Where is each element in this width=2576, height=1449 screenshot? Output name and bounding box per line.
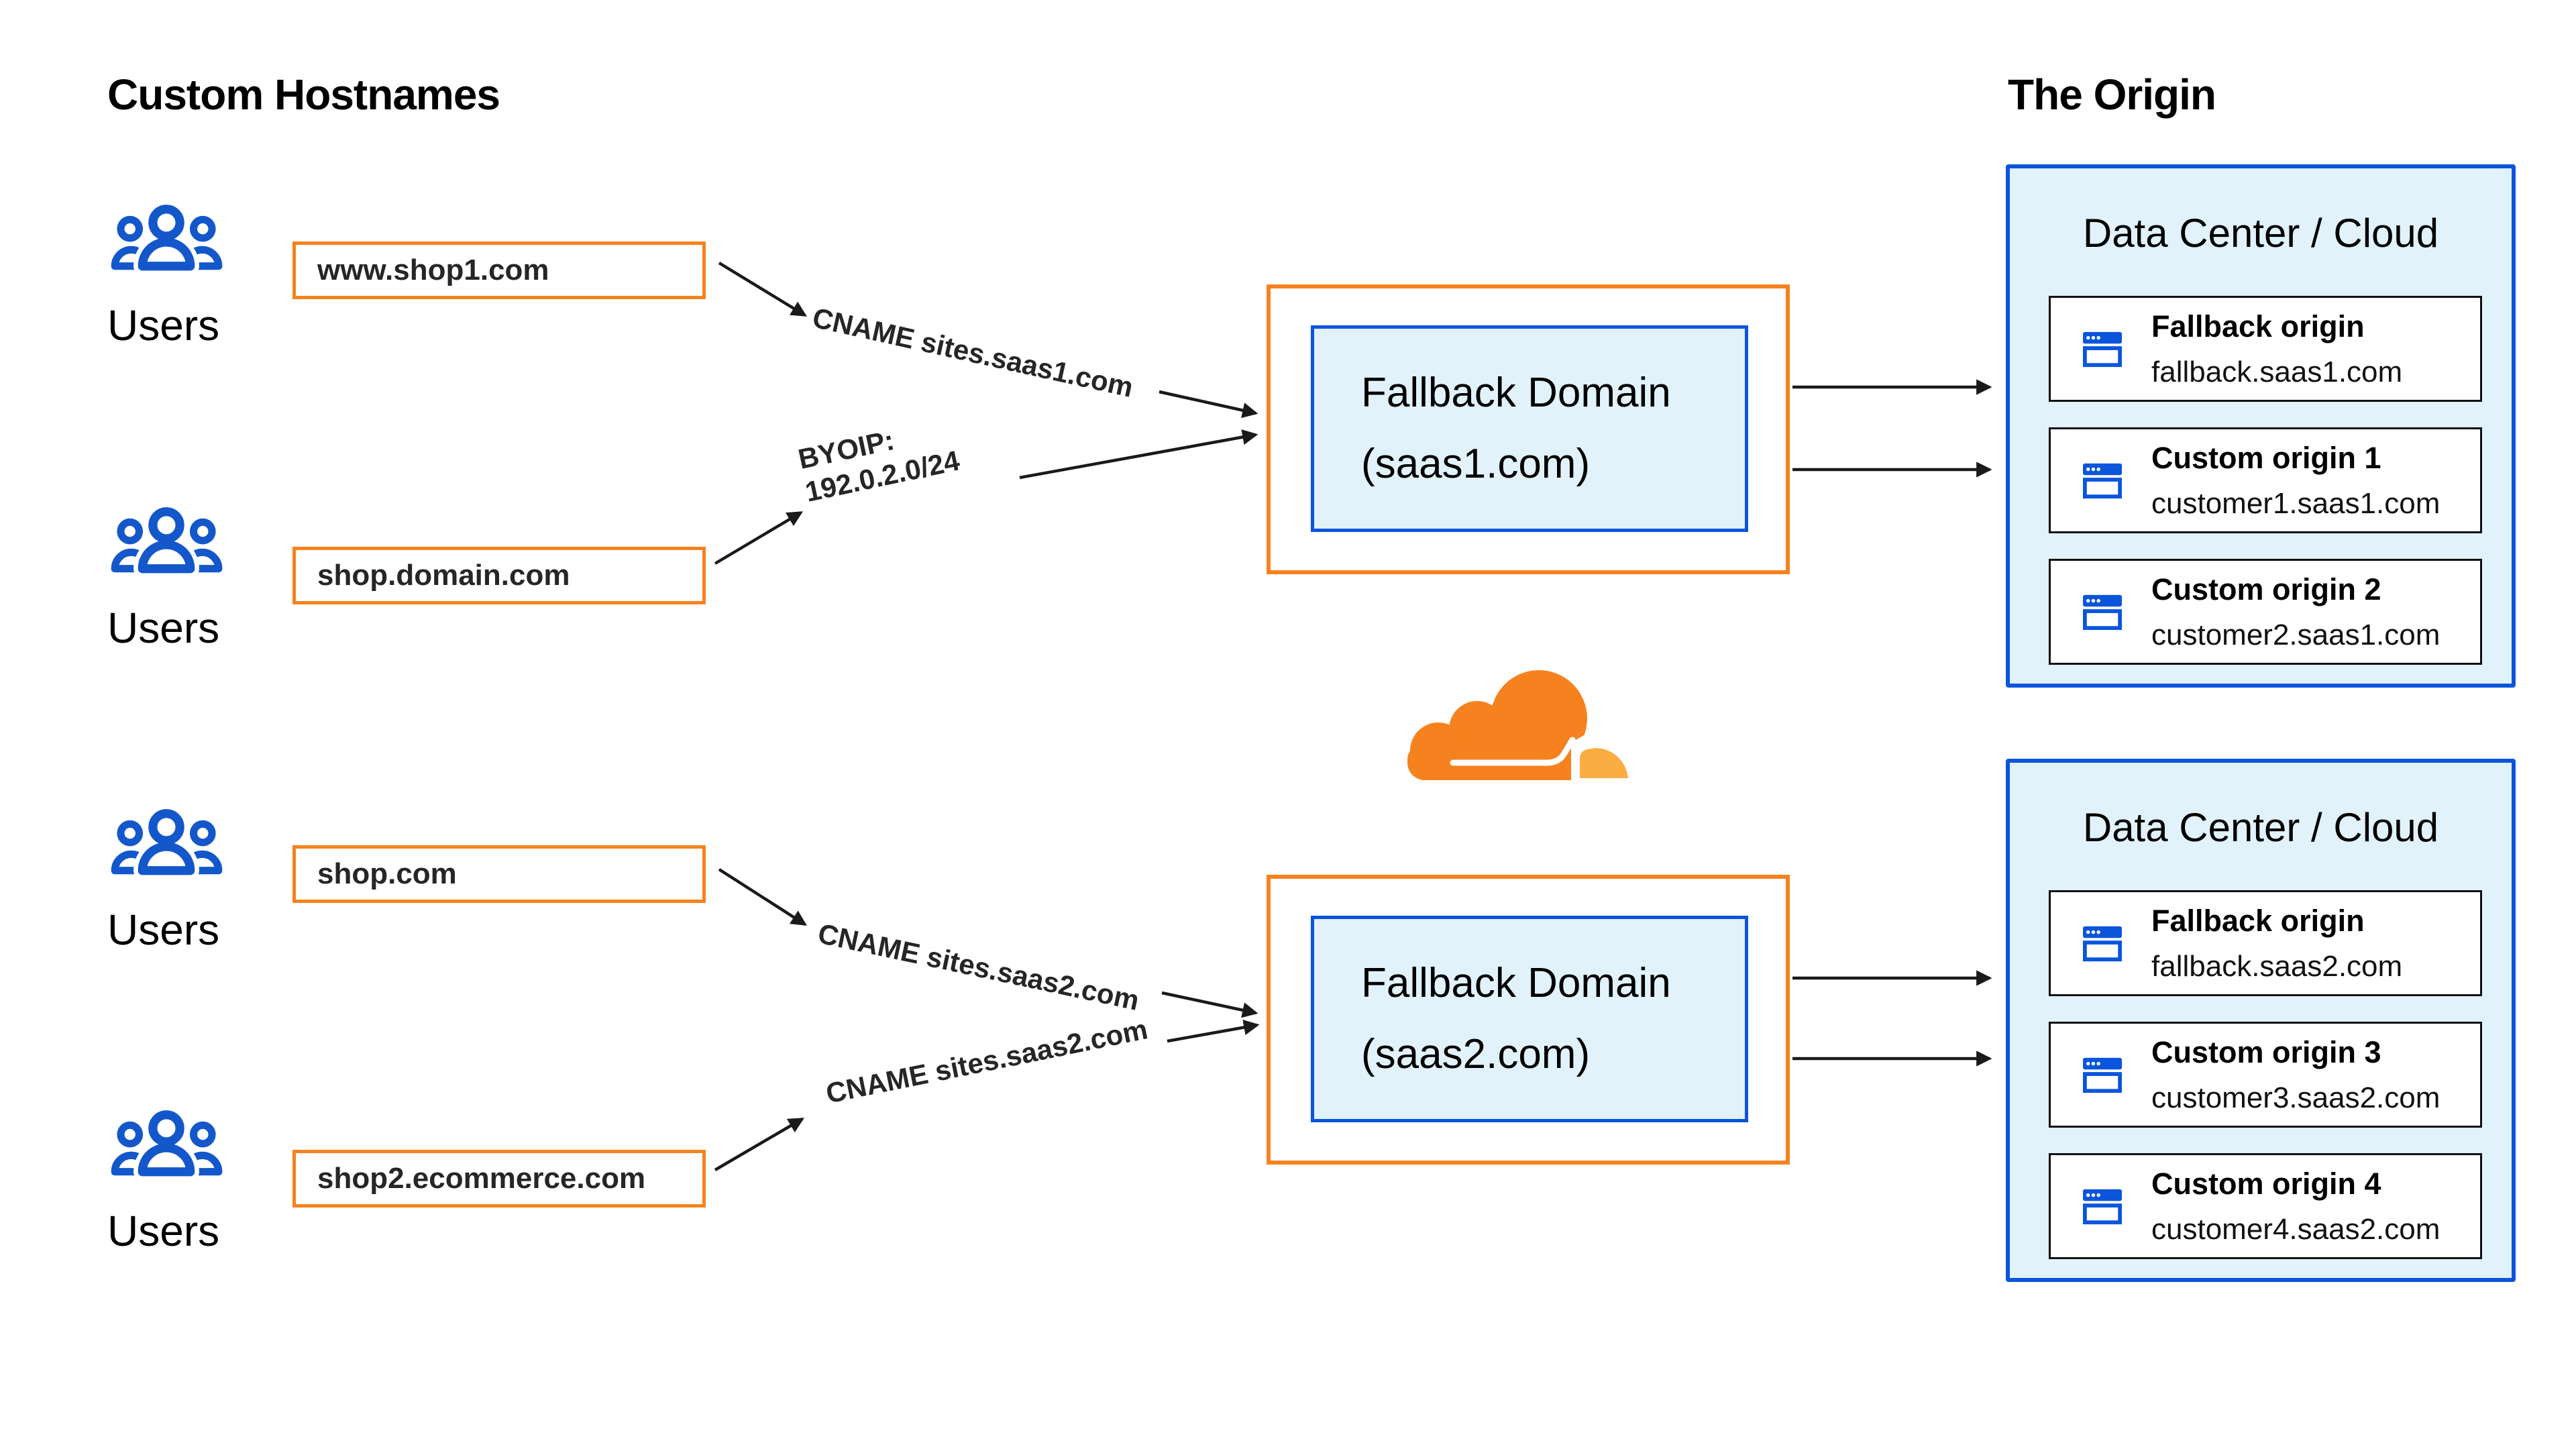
browser-window-icon — [2083, 1057, 2122, 1093]
cloudflare-logo — [1407, 670, 1633, 782]
fallback-domain-host: (saas2.com) — [1361, 1031, 1591, 1077]
data-center-title: Data Center / Cloud — [2082, 805, 2439, 850]
origin-host: customer4.saas2.com — [2151, 1212, 2440, 1246]
hostname-box-shop-domain: shop.domain.com — [292, 547, 706, 604]
users-label: Users — [107, 604, 220, 652]
byoip-label: BYOIP: 192.0.2.0/24 — [796, 411, 963, 510]
data-center-title: Data Center / Cloud — [2082, 211, 2439, 256]
user-group-4: Users — [106, 1110, 233, 1255]
fallback-domain-name: Fallback Domain — [1361, 960, 1671, 1006]
origin-name: Custom origin 2 — [2151, 572, 2381, 606]
cname-saas2-upper-label: CNAME sites.saas2.com — [815, 917, 1142, 1016]
browser-window-icon — [2083, 1189, 2122, 1225]
fallback-domain-name: Fallback Domain — [1361, 370, 1671, 416]
browser-window-icon — [2083, 926, 2122, 962]
fallback-domain-saas1-outer: Fallback Domain (saas1.com) — [1267, 284, 1790, 574]
origin-name: Custom origin 4 — [2151, 1166, 2381, 1201]
users-icon — [111, 204, 223, 275]
origin-card-custom-origin-4: Custom origin 4 customer4.saas2.com — [2049, 1153, 2482, 1259]
users-label: Users — [107, 906, 220, 954]
users-icon — [111, 808, 223, 879]
hostname-label: shop2.ecommerce.com — [317, 1162, 646, 1195]
origin-card-custom-origin-1: Custom origin 1 customer1.saas1.com — [2049, 427, 2482, 533]
hostname-box-shop: shop.com — [292, 845, 706, 903]
origin-card-custom-origin-3: Custom origin 3 customer3.saas2.com — [2049, 1022, 2482, 1128]
users-icon — [111, 506, 223, 578]
origin-name: Fallback origin — [2151, 903, 2365, 938]
origin-name: Fallback origin — [2151, 309, 2365, 343]
origin-name: Custom origin 3 — [2151, 1034, 2381, 1069]
the-origin-heading: The Origin — [2008, 70, 2216, 119]
user-group-1: Users — [106, 204, 233, 350]
origin-name: Custom origin 1 — [2151, 440, 2381, 475]
users-label: Users — [107, 1207, 220, 1255]
users-icon — [111, 1110, 223, 1181]
data-center-1: Data Center / Cloud Fallback origin fall… — [2006, 164, 2516, 688]
fallback-domain-saas2: Fallback Domain (saas2.com) — [1311, 916, 1748, 1122]
fallback-domain-saas2-outer: Fallback Domain (saas2.com) — [1267, 875, 1790, 1165]
hostname-box-shop1: www.shop1.com — [292, 241, 706, 299]
fallback-domain-saas1: Fallback Domain (saas1.com) — [1311, 325, 1748, 532]
origin-card-fallback-saas2: Fallback origin fallback.saas2.com — [2049, 890, 2482, 996]
cname-saas1-label: CNAME sites.saas1.com — [810, 301, 1136, 404]
hostname-label: www.shop1.com — [317, 254, 549, 286]
hostname-label: shop.domain.com — [317, 559, 570, 592]
origin-card-custom-origin-2: Custom origin 2 customer2.saas1.com — [2049, 559, 2482, 665]
origin-card-fallback-saas1: Fallback origin fallback.saas1.com — [2049, 296, 2482, 402]
user-group-3: Users — [106, 808, 233, 954]
origin-host: customer3.saas2.com — [2151, 1081, 2440, 1114]
hostname-box-shop2-ecommerce: shop2.ecommerce.com — [292, 1150, 706, 1208]
cname-saas2-lower-label: CNAME sites.saas2.com — [823, 1013, 1150, 1110]
origin-host: fallback.saas1.com — [2151, 355, 2403, 388]
users-label: Users — [107, 301, 220, 350]
browser-window-icon — [2083, 331, 2122, 368]
origin-host: customer1.saas1.com — [2151, 486, 2440, 520]
user-group-2: Users — [106, 506, 233, 652]
origin-host: fallback.saas2.com — [2151, 949, 2403, 983]
browser-window-icon — [2083, 463, 2122, 499]
browser-window-icon — [2083, 594, 2122, 631]
origin-host: customer2.saas1.com — [2151, 618, 2440, 651]
hostname-label: shop.com — [317, 857, 457, 890]
fallback-domain-host: (saas1.com) — [1361, 441, 1591, 487]
custom-hostnames-heading: Custom Hostnames — [107, 70, 500, 119]
data-center-2: Data Center / Cloud Fallback origin fall… — [2006, 759, 2516, 1282]
